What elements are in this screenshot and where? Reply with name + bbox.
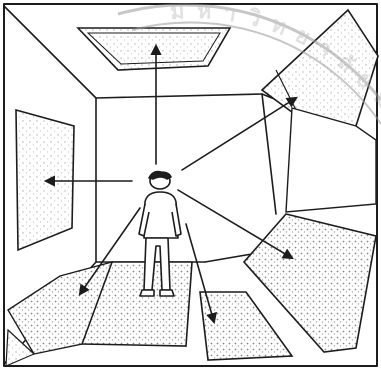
- front-floor-panel: [200, 292, 292, 360]
- right-wall-panel: [286, 108, 376, 212]
- arrow-upper-right: [182, 98, 296, 170]
- ceiling-panel: [78, 28, 230, 70]
- left-wall-panel: [16, 110, 74, 250]
